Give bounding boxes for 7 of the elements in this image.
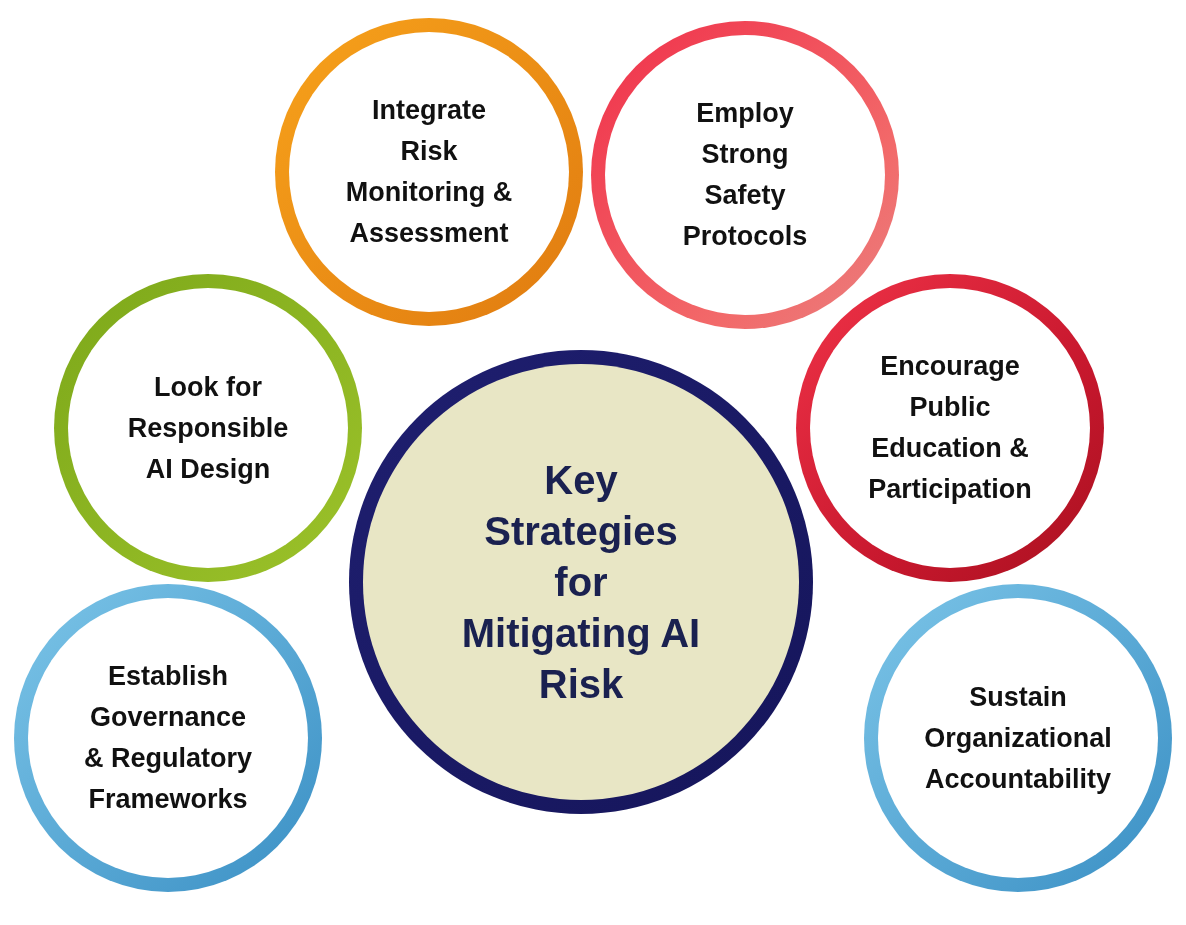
strategy-label: Employ Strong Safety Protocols bbox=[681, 97, 809, 253]
strategy-label: Integrate Risk Monitoring & Assessment bbox=[344, 94, 514, 250]
strategy-label: Establish Governance & Regulatory Frameworks bbox=[83, 660, 253, 816]
strategy-label: Encourage Public Education & Participation bbox=[867, 350, 1033, 506]
central-title: Key Strategies for Mitigating AI Risk bbox=[460, 456, 702, 708]
strategy-label: Look for Responsible AI Design bbox=[126, 370, 290, 486]
strategy-label: Sustain Organizational Accountability bbox=[923, 680, 1113, 796]
